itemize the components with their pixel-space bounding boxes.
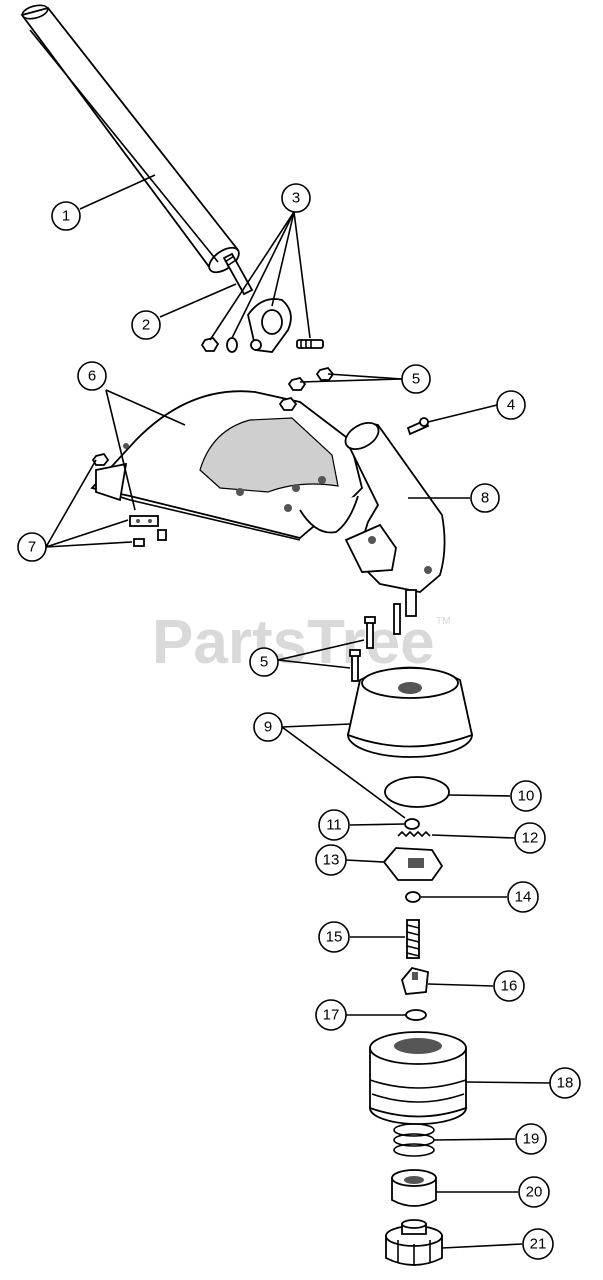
part-bolts-lower — [349, 616, 376, 682]
svg-text:2: 2 — [142, 317, 150, 334]
part-clamp-assembly — [200, 298, 324, 353]
part-drive-shaft — [222, 252, 254, 296]
svg-text:19: 19 — [523, 1131, 540, 1148]
part-shaft-tube — [20, 4, 240, 274]
callout-17: 17 — [315, 999, 347, 1031]
callout-21: 21 — [522, 1228, 554, 1260]
callout-5-upper: 5 — [401, 364, 431, 394]
callout-16: 16 — [493, 970, 525, 1002]
svg-text:3: 3 — [292, 190, 300, 207]
callout-7: 7 — [17, 532, 47, 562]
svg-text:4: 4 — [507, 397, 515, 414]
callout-15: 15 — [318, 921, 350, 953]
part-gear-head — [344, 421, 446, 635]
svg-text:14: 14 — [515, 889, 532, 906]
callout-8: 8 — [470, 483, 500, 513]
callout-9: 9 — [253, 712, 283, 742]
leader-lines — [45, 174, 551, 1249]
svg-text:8: 8 — [481, 490, 489, 507]
callout-10: 10 — [510, 780, 542, 812]
callout-1: 1 — [51, 201, 81, 231]
part-knob-insert — [401, 966, 429, 995]
svg-text:16: 16 — [501, 978, 518, 995]
callout-5-lower: 5 — [249, 647, 279, 677]
part-washer-small — [405, 891, 421, 903]
part-trimmer-guard — [90, 390, 363, 541]
callout-13: 13 — [315, 844, 347, 876]
svg-text:11: 11 — [326, 817, 342, 834]
callout-4: 4 — [496, 390, 526, 420]
callout-2: 2 — [131, 310, 161, 340]
part-spool — [369, 1031, 467, 1125]
part-retainer — [382, 847, 444, 881]
svg-text:12: 12 — [522, 830, 539, 847]
callout-19: 19 — [515, 1123, 547, 1155]
part-ring — [405, 1009, 427, 1021]
svg-text:18: 18 — [557, 1075, 574, 1092]
watermark-text: PartsTree — [152, 608, 435, 677]
part-screw — [406, 417, 430, 436]
part-bump-cap — [391, 1169, 437, 1207]
part-o-ring — [384, 776, 450, 808]
callout-3: 3 — [281, 183, 311, 213]
svg-text:7: 7 — [28, 539, 36, 556]
part-guard-hardware — [91, 452, 167, 547]
watermark-trademark: TM — [436, 616, 450, 627]
part-washer — [404, 818, 420, 830]
svg-text:6: 6 — [88, 368, 96, 385]
part-nuts-upper — [278, 366, 335, 411]
part-bump-knob — [385, 1219, 443, 1266]
svg-text:17: 17 — [323, 1007, 340, 1024]
callout-11: 11 — [318, 809, 350, 841]
svg-text:13: 13 — [323, 852, 340, 869]
part-spring-clip — [397, 830, 431, 838]
part-hub-cover — [346, 666, 474, 758]
svg-text:9: 9 — [264, 719, 272, 736]
callout-20: 20 — [518, 1176, 550, 1208]
callout-12: 12 — [514, 822, 546, 854]
callout-18: 18 — [549, 1067, 581, 1099]
svg-text:15: 15 — [326, 929, 343, 946]
callout-6: 6 — [77, 361, 107, 391]
svg-text:21: 21 — [530, 1236, 547, 1253]
svg-text:10: 10 — [518, 788, 535, 805]
svg-text:5: 5 — [260, 654, 268, 671]
svg-text:1: 1 — [62, 208, 70, 225]
part-spool-spring — [393, 1123, 435, 1157]
callout-14: 14 — [507, 881, 539, 913]
svg-text:5: 5 — [412, 371, 420, 388]
part-spring — [406, 919, 420, 959]
svg-text:20: 20 — [526, 1184, 543, 1201]
